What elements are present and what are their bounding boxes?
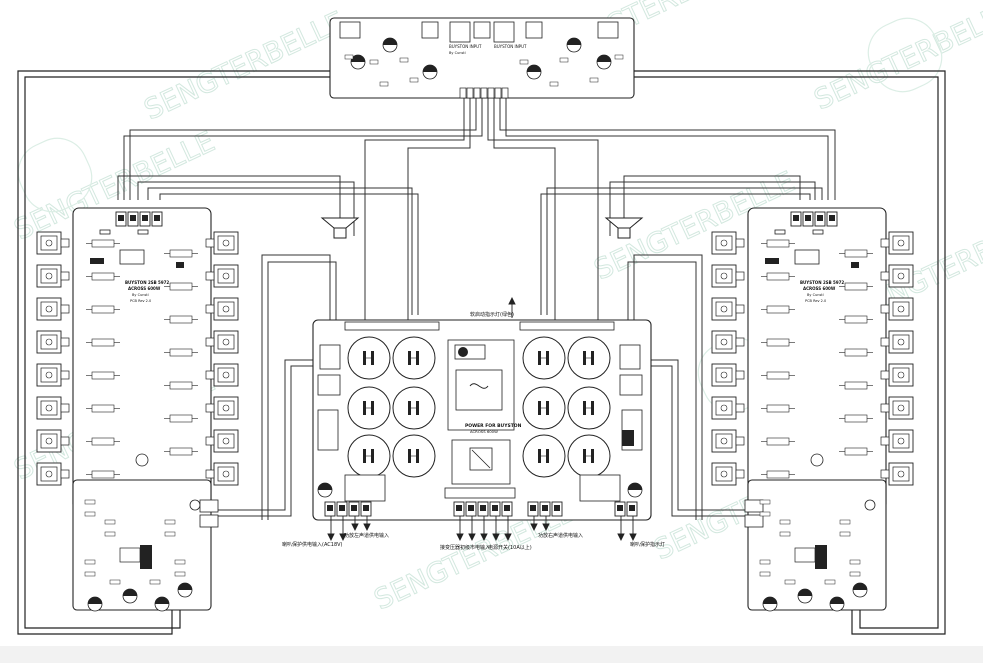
preamp-board: BUYSTON INPUT BUYSTON INPUT By Cunstl (329, 17, 635, 99)
amp-left-credit: By Cunstl (132, 293, 149, 297)
amp-board-left: BUYSTON 2SB 5972 ACROSS 600W By Cunstl P… (36, 207, 239, 612)
amp-board-right: BUYSTON 2SB 5972 ACROSS 600W By Cunstl P… (711, 207, 914, 612)
amp-left-subtitle: ACROSS 600W (128, 286, 161, 291)
preamp-credit: By Cunstl (449, 51, 466, 55)
amp-left-title: BUYSTON 2SB 5972 (125, 280, 169, 285)
transformer-primary-label: 接变压器初级 (440, 544, 470, 551)
svg-text:SENGTERBELLE: SENGTERBELLE (809, 0, 983, 116)
power-title: POWER FOR BUYSTON (465, 423, 522, 429)
soft-start-led-label: 软启动指示灯(绿色) (470, 311, 514, 318)
wire-harness (17, 70, 946, 635)
preamp-label-left: BUYSTON INPUT (449, 44, 482, 49)
power-subtitle: ACROSS 600W (470, 429, 498, 434)
amp-right-subtitle: ACROSS 600W (803, 286, 836, 291)
power-board: POWER FOR BUYSTON ACROSS 600W (312, 319, 652, 521)
speaker-protect-input-label: 喇叭保护供电输入(AC18V) (282, 541, 343, 548)
footer-bar (0, 646, 983, 663)
amp-right-title: BUYSTON 2SB 5972 (800, 280, 844, 285)
speaker-left-icon (320, 217, 360, 239)
annotation-arrows (327, 296, 637, 542)
amp-right-credit: By Cunstl (807, 293, 824, 297)
speaker-right-icon (604, 217, 644, 239)
power-switch-label: 电源开关(10A以上) (488, 544, 532, 551)
preamp-label-right: BUYSTON INPUT (494, 44, 527, 49)
right-ch-power-label: 功放右声道供电输入 (538, 532, 583, 539)
svg-text:SENGTERBELLE: SENGTERBELLE (139, 5, 350, 127)
left-ch-power-label: 功放左声道供电输入 (344, 532, 389, 539)
amp-left-pcb-rev: PCB Rev 2.0 (130, 299, 151, 303)
ac-input-label: 市电输入 (470, 544, 490, 551)
amp-right-pcb-rev: PCB Rev 2.0 (805, 299, 826, 303)
speaker-protect-led-label: 喇叭保护指示灯 (630, 541, 665, 548)
